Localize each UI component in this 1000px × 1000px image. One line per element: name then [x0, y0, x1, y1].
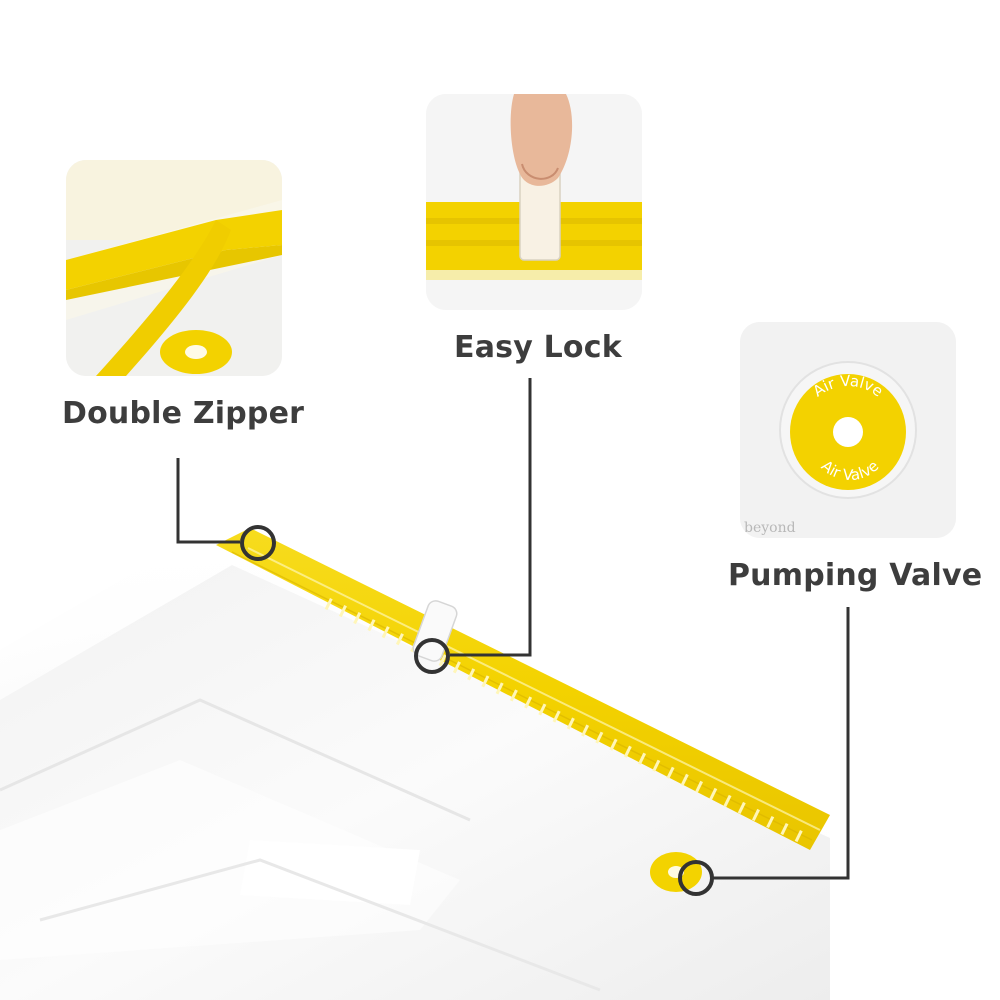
double-zipper-thumbnail: [66, 160, 282, 376]
zipper-tooth: [538, 703, 547, 716]
double-zipper-label: Double Zipper: [62, 396, 305, 431]
zipper-tooth: [737, 801, 746, 814]
zipper-tooth: [481, 675, 490, 688]
zipper-tooth: [552, 710, 561, 723]
zipper-teeth: [324, 598, 803, 843]
zipper-tooth: [766, 815, 775, 829]
zipper-tooth: [623, 745, 632, 758]
zipper-tooth: [638, 752, 647, 765]
zipper-tooth: [581, 724, 590, 737]
bag-wrinkle: [0, 698, 471, 822]
easy-lock-slider: [412, 600, 458, 662]
zipper-tooth: [381, 626, 390, 639]
air-valve-on-bag: [650, 852, 702, 892]
bag-highlight: [0, 760, 460, 960]
zipper-tooth: [495, 682, 504, 695]
double-zipper-leader-line: [176, 458, 240, 544]
easy-lock-label: Easy Lock: [454, 330, 622, 365]
pumping-valve-label: Pumping Valve: [728, 558, 983, 593]
zipper-tooth: [609, 738, 618, 751]
bag-wrinkle: [39, 858, 601, 992]
zipper-tooth: [353, 612, 362, 625]
zipper-tooth: [395, 633, 404, 646]
double-zipper-marker: [240, 525, 276, 561]
zipper-tooth: [752, 808, 760, 822]
brand-watermark: beyond: [744, 520, 796, 536]
zipper-tooth: [467, 668, 476, 681]
zipper-tooth: [680, 773, 689, 786]
pumping-valve-thumbnail: Air Valve Air Valve beyond: [740, 322, 956, 538]
zipper-tooth: [780, 822, 789, 836]
zipper-tooth: [595, 731, 604, 744]
zipper-tooth: [367, 619, 376, 632]
pumping-valve-marker: [678, 860, 714, 896]
zipper-tooth: [438, 654, 447, 667]
zipper-tooth: [723, 794, 732, 807]
zipper-tooth: [652, 759, 661, 772]
zipper-tooth: [524, 696, 533, 709]
pumping-valve-leader-line: [712, 607, 850, 880]
zipper-tooth: [324, 598, 333, 611]
bag-label-patch: [240, 840, 420, 905]
zipper-tooth: [794, 830, 803, 843]
zipper-tooth: [509, 689, 518, 702]
zipper-tooth: [338, 605, 347, 618]
zipper-tooth: [566, 717, 575, 730]
easy-lock-leader-line: [450, 378, 532, 657]
zipper-tooth: [666, 766, 675, 779]
zipper-tooth: [695, 780, 703, 793]
zipper-tooth: [709, 787, 718, 800]
easy-lock-marker: [414, 638, 450, 674]
zipper-tooth: [452, 661, 461, 674]
easy-lock-thumbnail: [426, 94, 642, 310]
